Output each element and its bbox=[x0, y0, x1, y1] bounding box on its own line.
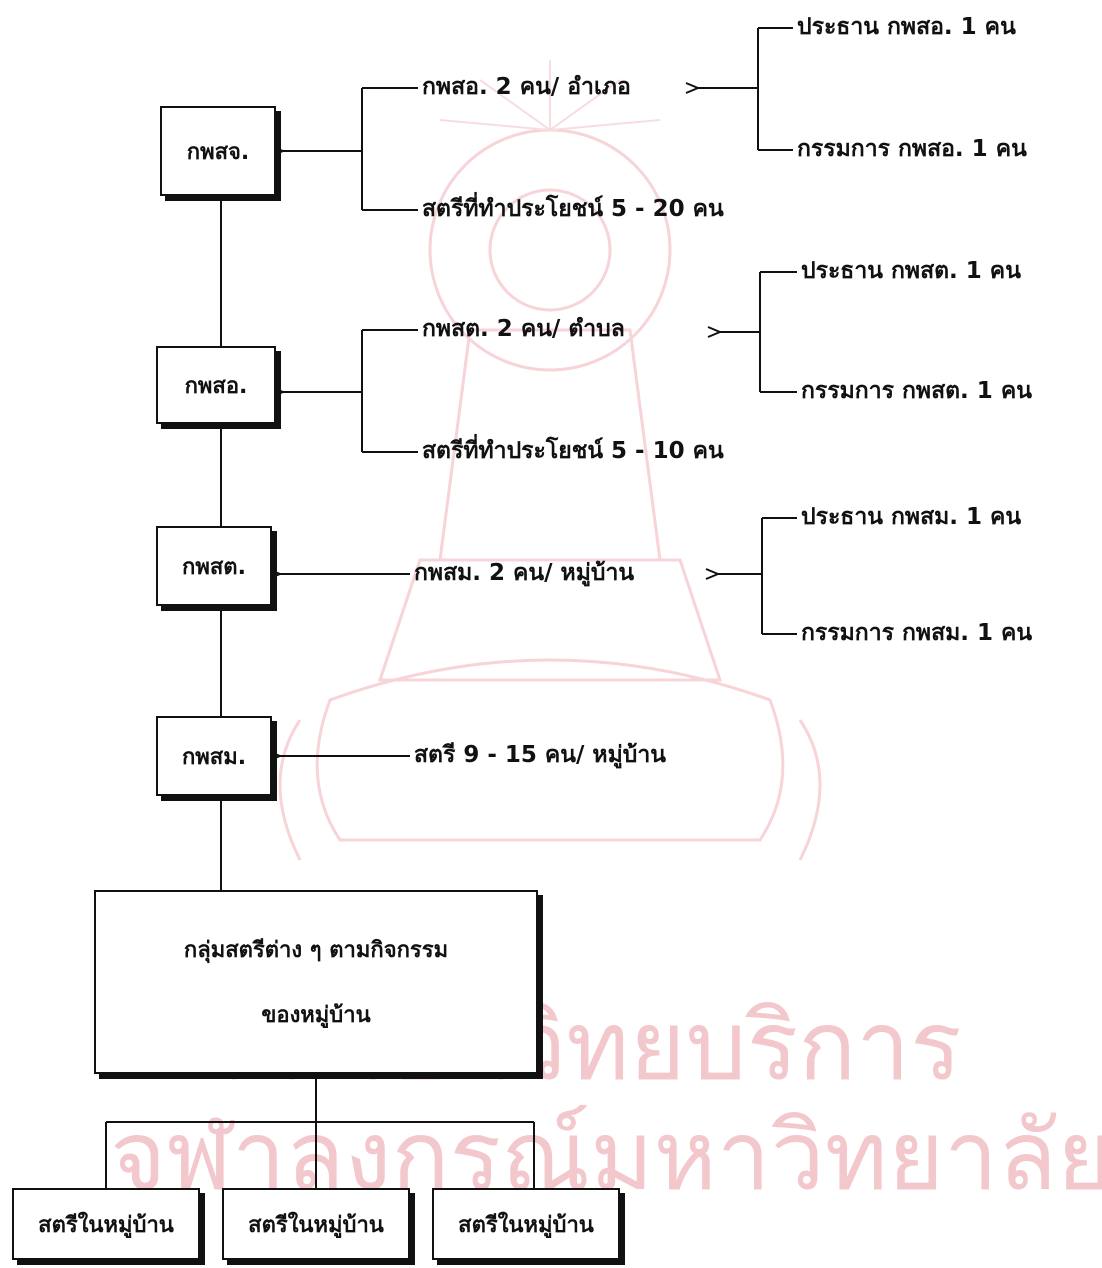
box-district-committee: กพสอ. bbox=[156, 346, 276, 424]
box-subdistrict-committee: กพสต. bbox=[156, 526, 272, 606]
box-village-women-3: สตรีในหมู่บ้าน bbox=[432, 1188, 620, 1260]
label-village-chair: ประธาน กพสม. 1 คน bbox=[801, 504, 1022, 530]
label-village-women-count: สตรี 9 - 15 คน/ หมู่บ้าน bbox=[414, 742, 666, 768]
box-village-committee: กพสม. bbox=[156, 716, 272, 796]
label-district-reps: กพสอ. 2 คน/ อำเภอ bbox=[422, 74, 631, 100]
label-useful-women-provincial: สตรีที่ทำประโยชน์ 5 - 20 คน bbox=[422, 196, 724, 222]
box-provincial-committee: กพสจ. bbox=[160, 106, 276, 196]
box-village-women-1: สตรีในหมู่บ้าน bbox=[12, 1188, 200, 1260]
label-village-reps: กพสม. 2 คน/ หมู่บ้าน bbox=[414, 560, 635, 586]
label-useful-women-district: สตรีที่ทำประโยชน์ 5 - 10 คน bbox=[422, 438, 724, 464]
box-village-women-2: สตรีในหมู่บ้าน bbox=[222, 1188, 410, 1260]
label-district-chair: ประธาน กพสอ. 1 คน bbox=[797, 14, 1016, 40]
groups-line-1: กลุ่มสตรีต่าง ๆ ตามกิจกรรม bbox=[183, 938, 449, 963]
label-village-member: กรรมการ กพสม. 1 คน bbox=[801, 620, 1033, 646]
label-district-member: กรรมการ กพสอ. 1 คน bbox=[797, 136, 1027, 162]
box-village-women-groups: กลุ่มสตรีต่าง ๆ ตามกิจกรรม ของหมู่บ้าน bbox=[94, 890, 538, 1074]
label-subdistrict-reps: กพสต. 2 คน/ ตำบล bbox=[422, 316, 625, 342]
label-subdistrict-member: กรรมการ กพสต. 1 คน bbox=[801, 378, 1032, 404]
label-subdistrict-chair: ประธาน กพสต. 1 คน bbox=[801, 258, 1021, 284]
groups-line-2: ของหมู่บ้าน bbox=[261, 1003, 371, 1028]
